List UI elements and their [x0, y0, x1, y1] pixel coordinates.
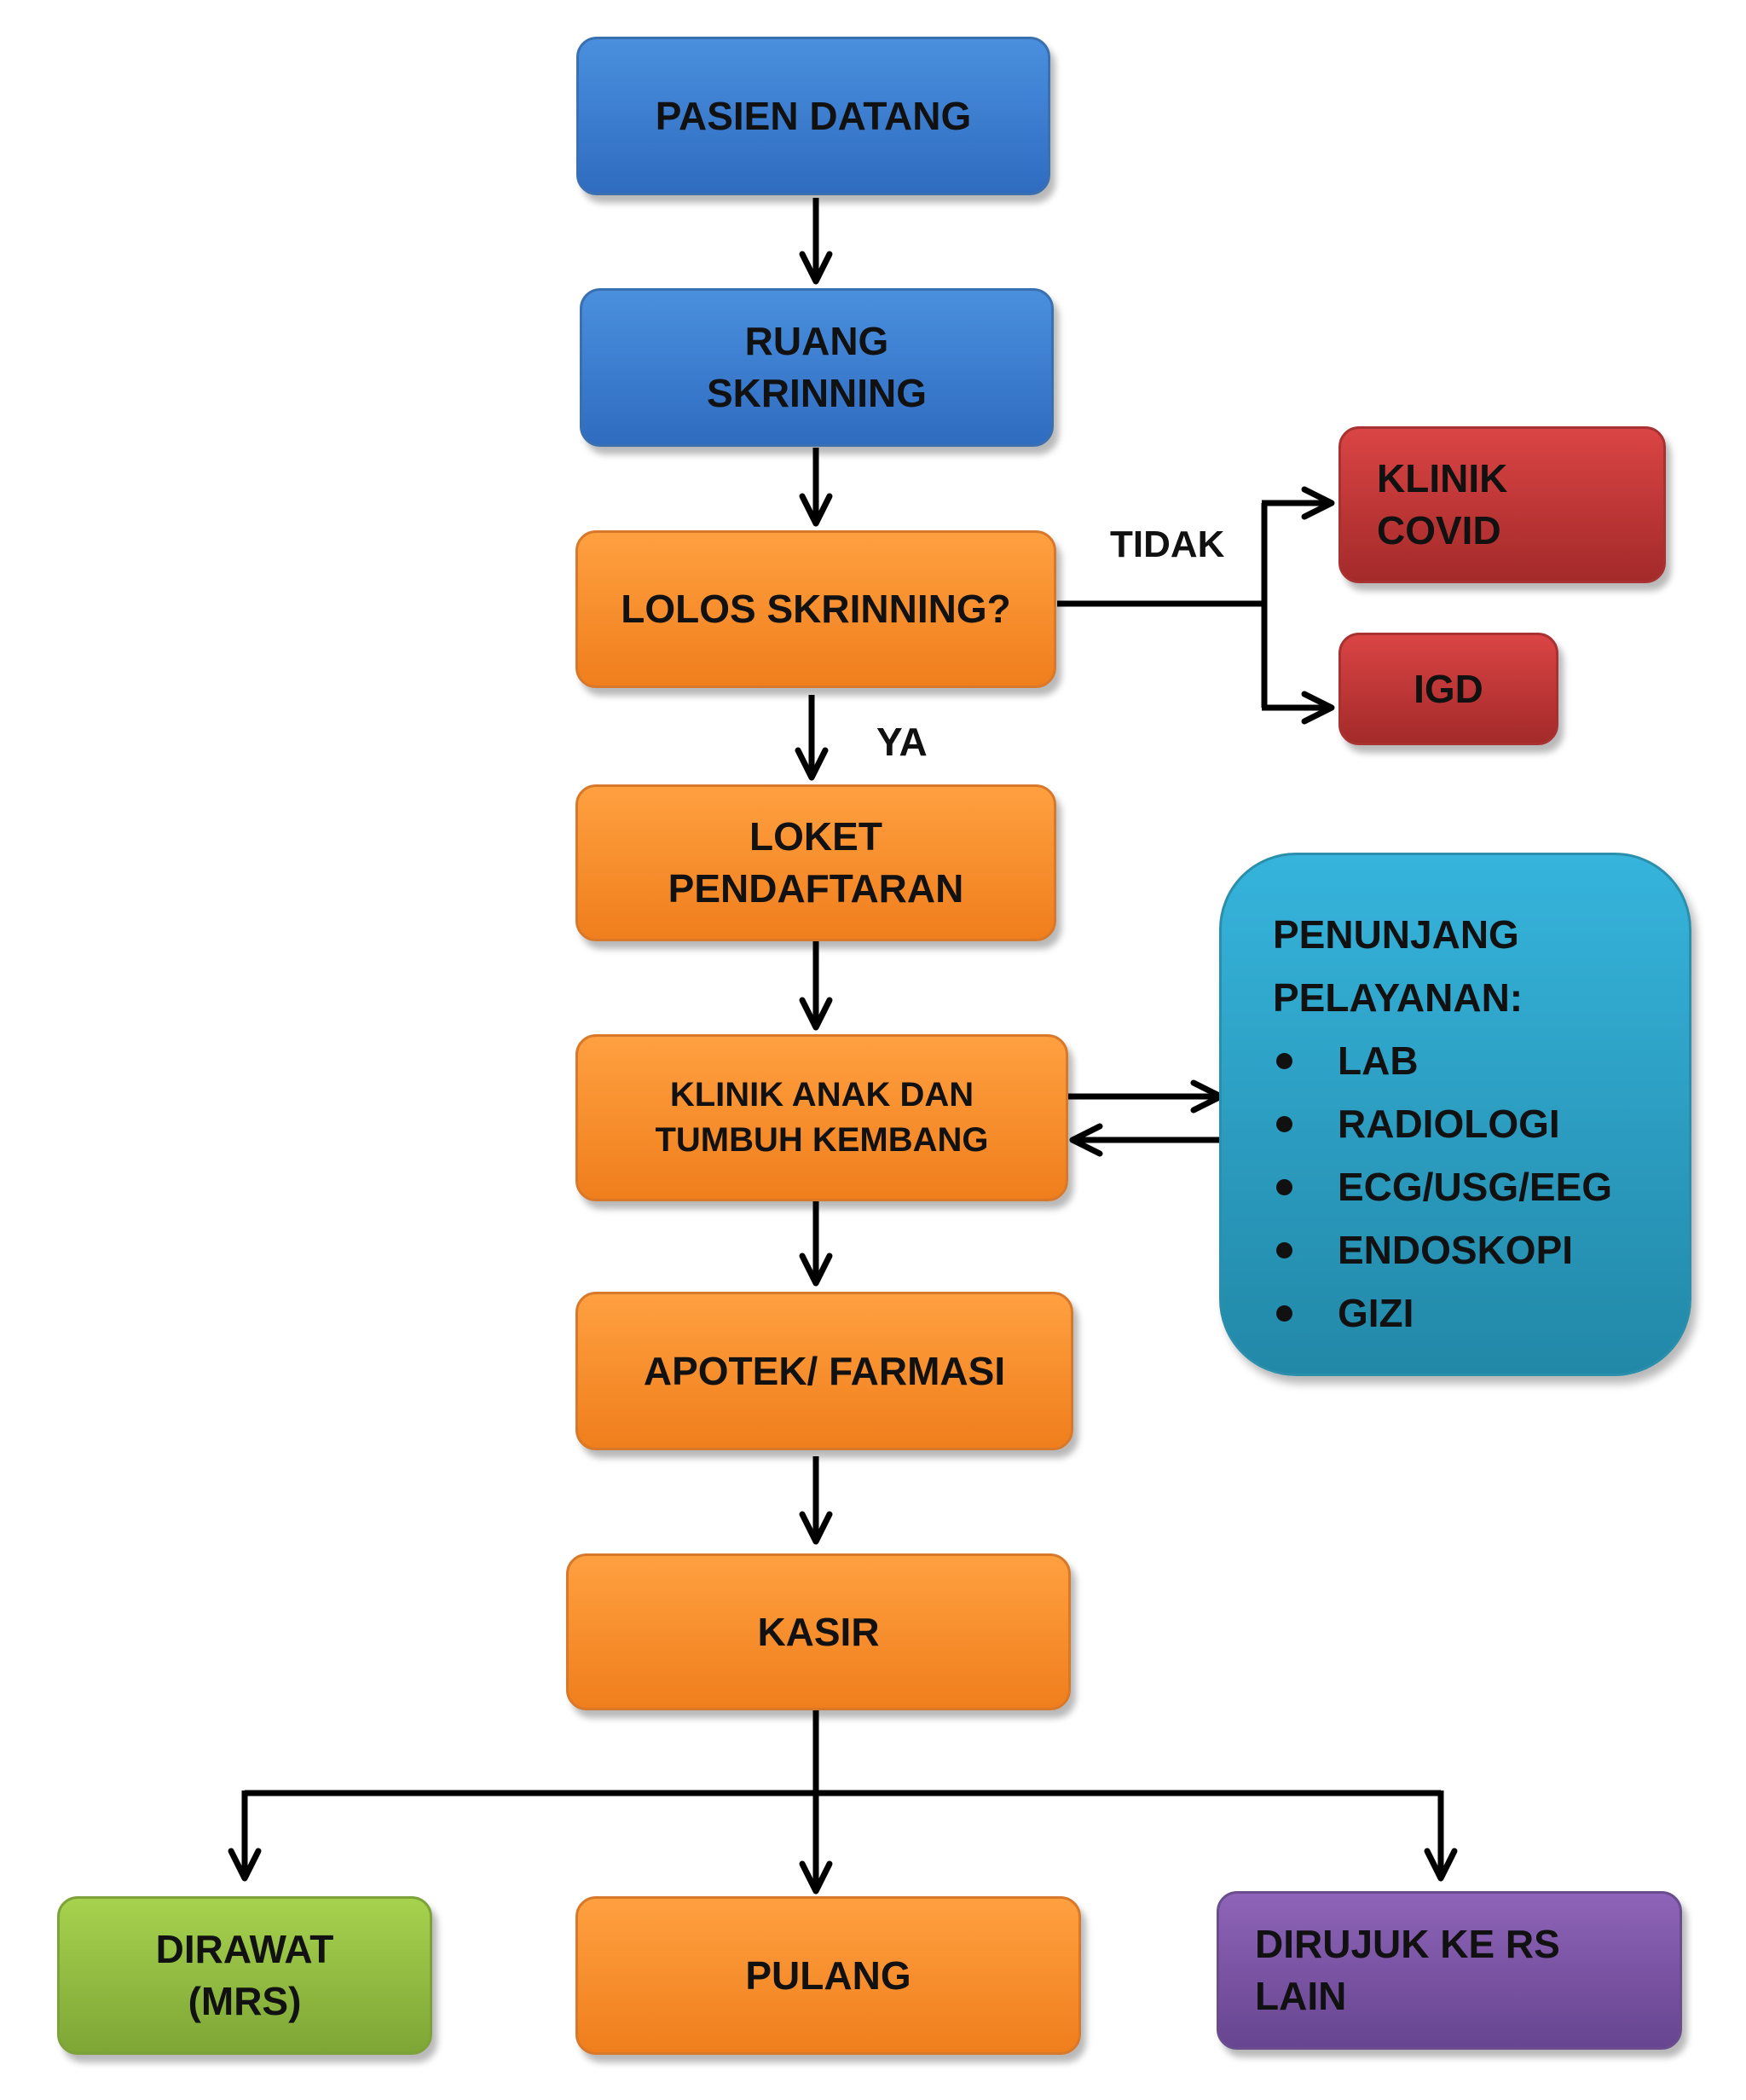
node-ruang-skrinning: RUANG SKRINNING	[580, 288, 1054, 447]
node-label-line: (MRS)	[188, 1979, 302, 2023]
node-klinik-anak: KLINIK ANAK DAN TUMBUH KEMBANG	[575, 1034, 1068, 1201]
node-pasien-datang: PASIEN DATANG	[576, 37, 1050, 195]
penunjang-item-endoskopi: ENDOSKOPI	[1273, 1218, 1689, 1281]
node-label-line: PENDAFTARAN	[668, 866, 964, 911]
node-label-line: TUMBUH KEMBANG	[655, 1121, 989, 1159]
penunjang-item-ecg-usg-eeg: ECG/USG/EEG	[1273, 1155, 1689, 1218]
node-label-line: PASIEN DATANG	[655, 93, 972, 138]
node-label-line: KASIR	[757, 1609, 880, 1654]
node-label-line: KLINIK	[1377, 456, 1508, 501]
node-label-line: DIRUJUK KE RS	[1255, 1922, 1560, 1967]
node-label-line: APOTEK/ FARMASI	[643, 1348, 1006, 1393]
node-apotek-farmasi: APOTEK/ FARMASI	[575, 1292, 1073, 1450]
penunjang-list: LAB RADIOLOGI ECG/USG/EEG ENDOSKOPI GIZI	[1273, 1029, 1689, 1345]
node-dirujuk: DIRUJUK KE RS LAIN	[1217, 1891, 1682, 2050]
node-loket-pendaftaran: LOKET PENDAFTARAN	[575, 784, 1056, 941]
node-dirawat: DIRAWAT (MRS)	[57, 1896, 432, 2055]
penunjang-item-gizi: GIZI	[1273, 1281, 1689, 1345]
label-ya: YA	[876, 720, 928, 764]
penunjang-item-lab: LAB	[1273, 1029, 1689, 1092]
penunjang-item-radiologi: RADIOLOGI	[1273, 1092, 1689, 1155]
node-label-line: SKRINNING	[706, 371, 928, 415]
node-klinik-covid: KLINIK COVID	[1338, 426, 1666, 583]
node-lolos-skrinning: LOLOS SKRINNING?	[575, 530, 1056, 688]
node-label-line: LOLOS SKRINNING?	[621, 587, 1011, 632]
node-label-line: COVID	[1377, 508, 1501, 552]
node-label-line: PULANG	[745, 1952, 911, 1998]
node-label-line: LAIN	[1255, 1974, 1347, 2018]
node-penunjang-pelayanan: PENUNJANG PELAYANAN: LAB RADIOLOGI ECG/U…	[1219, 853, 1691, 1376]
node-igd: IGD	[1338, 633, 1558, 745]
penunjang-title-line: PELAYANAN:	[1273, 975, 1523, 1020]
node-label-line: LOKET	[749, 814, 882, 859]
node-label-line: KLINIK ANAK DAN	[669, 1076, 974, 1114]
node-label-line: DIRAWAT	[155, 1927, 334, 1972]
node-label-line: IGD	[1414, 666, 1483, 711]
node-label-line: RUANG	[744, 319, 889, 364]
label-tidak: TIDAK	[1110, 524, 1225, 565]
penunjang-title-line: PENUNJANG	[1273, 912, 1519, 957]
node-kasir: KASIR	[566, 1553, 1071, 1710]
node-pulang: PULANG	[575, 1896, 1081, 2055]
